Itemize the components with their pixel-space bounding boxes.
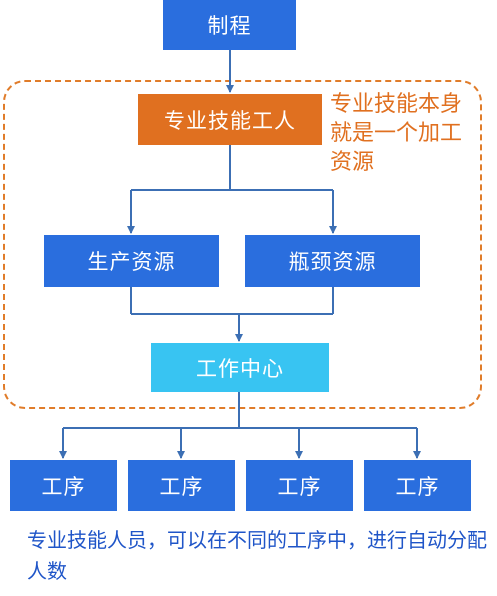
skilled-resource-group-boundary xyxy=(3,80,482,409)
process-step-node-1: 工序 xyxy=(10,460,117,511)
process-step-label: 工序 xyxy=(395,474,440,499)
skilled-worker-node: 专业技能工人 xyxy=(138,94,322,145)
skilled-worker-note: 专业技能本身就是一个加工资源 xyxy=(330,92,463,175)
process-step-label: 工序 xyxy=(41,474,86,499)
process-step-label: 工序 xyxy=(159,474,204,499)
diagram-caption: 专业技能人员，可以在不同的工序中，进行自动分配人数 xyxy=(27,528,487,583)
skilled-worker-node-label: 专业技能工人 xyxy=(164,108,296,133)
process-step-node-2: 工序 xyxy=(128,460,235,511)
process-node-top-label: 制程 xyxy=(207,14,252,38)
process-step-label: 工序 xyxy=(277,474,322,499)
work-center-node: 工作中心 xyxy=(151,343,329,392)
process-node-top: 制程 xyxy=(163,0,296,50)
bottleneck-resource-label: 瓶颈资源 xyxy=(288,250,377,274)
production-resource-node: 生产资源 xyxy=(44,235,219,287)
process-step-node-4: 工序 xyxy=(364,460,471,511)
bottleneck-resource-node: 瓶颈资源 xyxy=(245,235,420,287)
production-resource-label: 生产资源 xyxy=(87,250,176,274)
process-step-node-3: 工序 xyxy=(246,460,353,511)
work-center-label: 工作中心 xyxy=(196,356,284,381)
